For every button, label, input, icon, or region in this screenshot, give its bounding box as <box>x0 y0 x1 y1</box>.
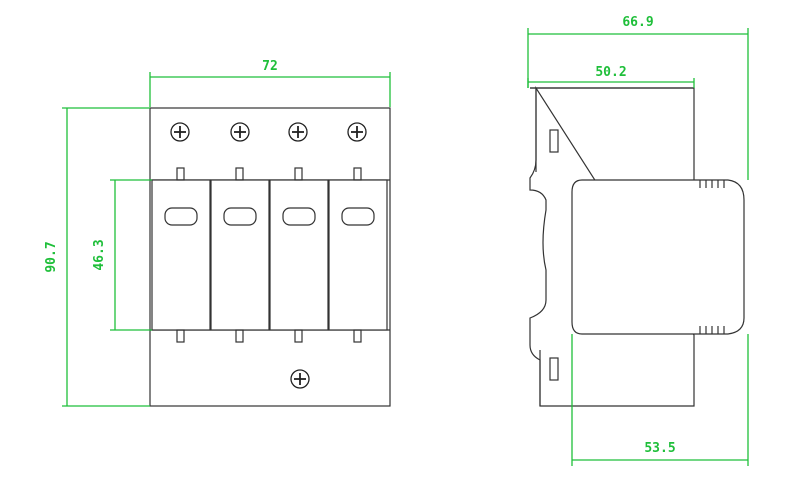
front-module-1 <box>151 179 211 331</box>
front-dimensions: 72 90.7 46.3 <box>44 59 391 407</box>
front-pin-bottom-4 <box>353 329 362 343</box>
screw-terminal-icon <box>170 122 190 142</box>
side-module-outline <box>571 179 745 335</box>
side-view <box>529 85 745 407</box>
dim-side-total-depth: 66.9 <box>622 15 653 30</box>
screw-terminal-icon <box>230 122 250 142</box>
front-view <box>149 107 391 407</box>
front-pin-top-2 <box>235 167 244 181</box>
front-window-4 <box>341 207 375 226</box>
front-module-3 <box>269 179 329 331</box>
side-dimensions: 66.9 50.2 53.5 <box>527 15 749 466</box>
side-grip-bottom <box>699 326 725 334</box>
front-window-1 <box>164 207 198 226</box>
screw-terminal-icon <box>288 122 308 142</box>
front-pin-bottom-3 <box>294 329 303 343</box>
screw-terminal-icon <box>347 122 367 142</box>
front-pin-top-3 <box>294 167 303 181</box>
front-body-outline <box>149 107 391 407</box>
front-module-4 <box>328 179 388 331</box>
front-pin-bottom-2 <box>235 329 244 343</box>
side-slot-top <box>549 129 559 153</box>
front-window-3 <box>282 207 316 226</box>
dim-front-window-height: 46.3 <box>92 239 107 270</box>
side-grip-top <box>699 180 725 188</box>
dim-side-upper-depth: 50.2 <box>595 65 626 80</box>
dim-front-height: 90.7 <box>44 241 59 272</box>
dim-side-lower-depth: 53.5 <box>644 441 675 456</box>
front-pin-bottom-1 <box>176 329 185 343</box>
front-module-2 <box>210 179 270 331</box>
front-window-2 <box>223 207 257 226</box>
screw-terminal-icon <box>290 369 310 389</box>
side-slot-bottom <box>549 357 559 381</box>
front-pin-top-1 <box>176 167 185 181</box>
front-pin-top-4 <box>353 167 362 181</box>
dim-front-width: 72 <box>262 59 278 74</box>
